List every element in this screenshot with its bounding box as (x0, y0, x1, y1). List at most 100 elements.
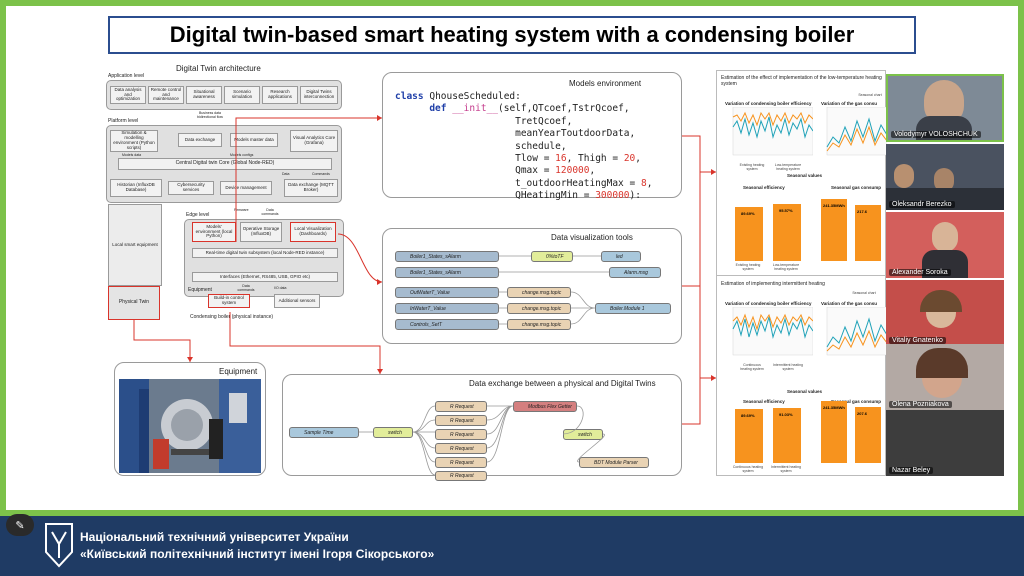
bottom-seasonal-gas: Seasonal gas consump (831, 399, 882, 404)
gas-bar (855, 205, 881, 261)
top-left-line-chart (732, 107, 813, 156)
interfaces: Interfaces (Ethernet, RS485, USB, GPIO e… (192, 272, 338, 282)
code-line-2: meanYearToutdoorData, (515, 128, 636, 140)
gas-bar-label: 217.6 (857, 209, 868, 214)
app-item-6: Digital Twins interconnection (300, 86, 338, 104)
participant-name-3: Alexander Soroka (889, 269, 951, 276)
top-seasonal-chart-label: Seasonal chart (858, 93, 882, 97)
node-r-request-1[interactable]: R Request (435, 401, 487, 412)
condensing-boiler-label: Condensing boiler (physical instance) (190, 314, 274, 320)
conn-models-configs: Models configs (230, 153, 254, 157)
code-args-1: (self,QTcoef,TstrQcoef, (498, 103, 630, 115)
node-change-topic-3[interactable]: change.msg.topic (507, 319, 571, 330)
node-sample-time[interactable]: Sample Time (289, 427, 359, 438)
node-r-request-6[interactable]: R Request (435, 471, 487, 481)
realtime-subsystem: Real-time digital twin subsystem (local … (192, 248, 338, 258)
conn-data-commands: Data commands (261, 208, 279, 217)
bottom-seasonal-efficiency: Seasonal efficiency (743, 399, 785, 404)
top-right-chart-title: Variation of the gas consu (821, 101, 878, 106)
app-item-2: Remote control and maintenance (148, 86, 184, 104)
builtin-control: Build-in control system (208, 294, 250, 308)
edge-operative-storage: Operative Storage (InfluxDB) (240, 222, 282, 242)
local-smart-equipment: Local smart equipment (108, 204, 162, 286)
bottom-right-line-chart (826, 307, 887, 356)
participant-name-2: Oleksandr Berezko (889, 201, 955, 208)
node-change-topic-1[interactable]: change.msg.topic (507, 287, 571, 298)
efficiency-bar-label: 91.03% (779, 412, 793, 417)
node-controls-sett[interactable]: Controls_SetT (395, 319, 499, 330)
equipment-photo (119, 379, 261, 473)
gas-bar-label: 241.35MWh (823, 405, 845, 410)
top-legend-2: Low-temperature heating system (774, 163, 802, 171)
node-bdt-parser[interactable]: BDT Module Parser (579, 457, 649, 468)
top-seasonal-gas: Seasonal gas consump (831, 185, 882, 190)
bottom-bar-x-1: Continuous heating system (732, 465, 764, 473)
equipment-label: Equipment (188, 287, 212, 293)
top-bar-x-2: Low-temperature heating system (772, 263, 800, 271)
bottom-legend-2: Intermittent heating system (773, 363, 803, 371)
node-switch-2[interactable]: switch (563, 429, 603, 440)
code-tlow-label: Tlow = (515, 153, 556, 165)
bottom-seasonal-values: Seasonal values (787, 389, 823, 394)
node-r-request-4[interactable]: R Request (435, 443, 487, 454)
top-bar-x-1: Existing heating system (735, 263, 761, 271)
efficiency-bar-label: 95.57% (779, 208, 793, 213)
pen-icon[interactable]: ✎ (6, 514, 34, 536)
participant-tile-2[interactable]: Oleksandr Berezko (886, 144, 1004, 210)
participant-tile-1[interactable]: Volodymyr VOLOSHCHUK (886, 74, 1004, 142)
participant-tile-5[interactable]: Olena Pozniakova (886, 344, 1004, 410)
edge-level-label: Edge level (186, 212, 210, 218)
central-core: Central Digital twin Core (Global Node-R… (118, 158, 332, 170)
node-modbus-getter[interactable]: Modbus Flex Getter (513, 401, 577, 412)
top-legend-1: Existing heating system (739, 163, 765, 171)
node-alarm-msg[interactable]: Alarm.msg (609, 267, 661, 278)
efficiency-bar (773, 204, 801, 261)
participant-tile-6[interactable]: Nazar Beley (886, 410, 1004, 476)
conn-commands: Commands (312, 172, 330, 176)
platform-item-2: Data exchange (178, 133, 222, 147)
node-boiler-module[interactable]: Boiler.Module 1 (595, 303, 671, 314)
node-switch-1[interactable]: switch (373, 427, 413, 438)
lower-item-2: Cybersecurity services (168, 181, 214, 195)
code-tlow: 16 (555, 153, 567, 165)
bottom-left-line-chart (732, 307, 813, 356)
edge-local-visualization: Local Visualization (Dashboards) (290, 222, 336, 242)
models-environment-title: Models environment (569, 79, 642, 88)
equipment-title: Equipment (219, 367, 258, 376)
platform-item-1: Simulation & modelling environment (Pyth… (110, 130, 158, 152)
participant-tile-4[interactable]: Vitaliy Gnatenko (886, 280, 1004, 346)
code-line-3: schedule, (515, 140, 567, 152)
slide-title: Digital twin-based smart heating system … (108, 16, 916, 54)
node-r-request-5[interactable]: R Request (435, 457, 487, 468)
architecture-title: Digital Twin architecture (176, 64, 261, 73)
participant-name-1: Volodymyr VOLOSHCHUK (891, 131, 981, 138)
edge-models-env: Models' environment (local Python) (192, 222, 236, 242)
code-thigh: 20 (623, 153, 636, 165)
code-kw-def: def (429, 103, 447, 115)
top-seasonal-efficiency: Seasonal efficiency (743, 185, 785, 190)
node-r-request-3[interactable]: R Request (435, 429, 487, 440)
bottom-bar-x-2: Intermittent heating system (771, 465, 801, 473)
code-qmin: 300000 (595, 190, 630, 202)
node-out-water-t[interactable]: OutWaterT_Value (395, 287, 499, 298)
top-estimation-title: Estimation of the effect of implementati… (721, 75, 882, 87)
code-init: __init__ (452, 103, 498, 115)
node-boiler-alarm-1[interactable]: Boiler1_States_sAlarm (395, 251, 499, 262)
gas-bar (855, 407, 881, 463)
code-qmin-label: QHeatingMin = (515, 190, 596, 202)
node-to-tf[interactable]: 0%toTF (531, 251, 573, 262)
platform-level-label: Platform level (108, 118, 139, 124)
node-r-request-2[interactable]: R Request (435, 415, 487, 426)
node-change-topic-2[interactable]: change.msg.topic (507, 303, 571, 314)
participant-name-4: Vitaliy Gnatenko (889, 337, 946, 344)
lower-item-1: Historian (InfluxDB Database) (110, 179, 162, 197)
models-environment-panel: Models environment class QhouseScheduled… (382, 72, 682, 202)
node-led[interactable]: led (601, 251, 641, 262)
efficiency-bar (773, 408, 801, 463)
node-in-water-t[interactable]: InWaterT_Value (395, 303, 499, 314)
top-right-line-chart (826, 107, 887, 156)
conn-data-commands-2: Data commands (237, 284, 255, 293)
node-boiler-alarm-2[interactable]: Boiler1_States_sAlarm (395, 267, 499, 278)
participant-tile-3[interactable]: Alexander Soroka (886, 212, 1004, 278)
code-close: ): (629, 190, 641, 202)
